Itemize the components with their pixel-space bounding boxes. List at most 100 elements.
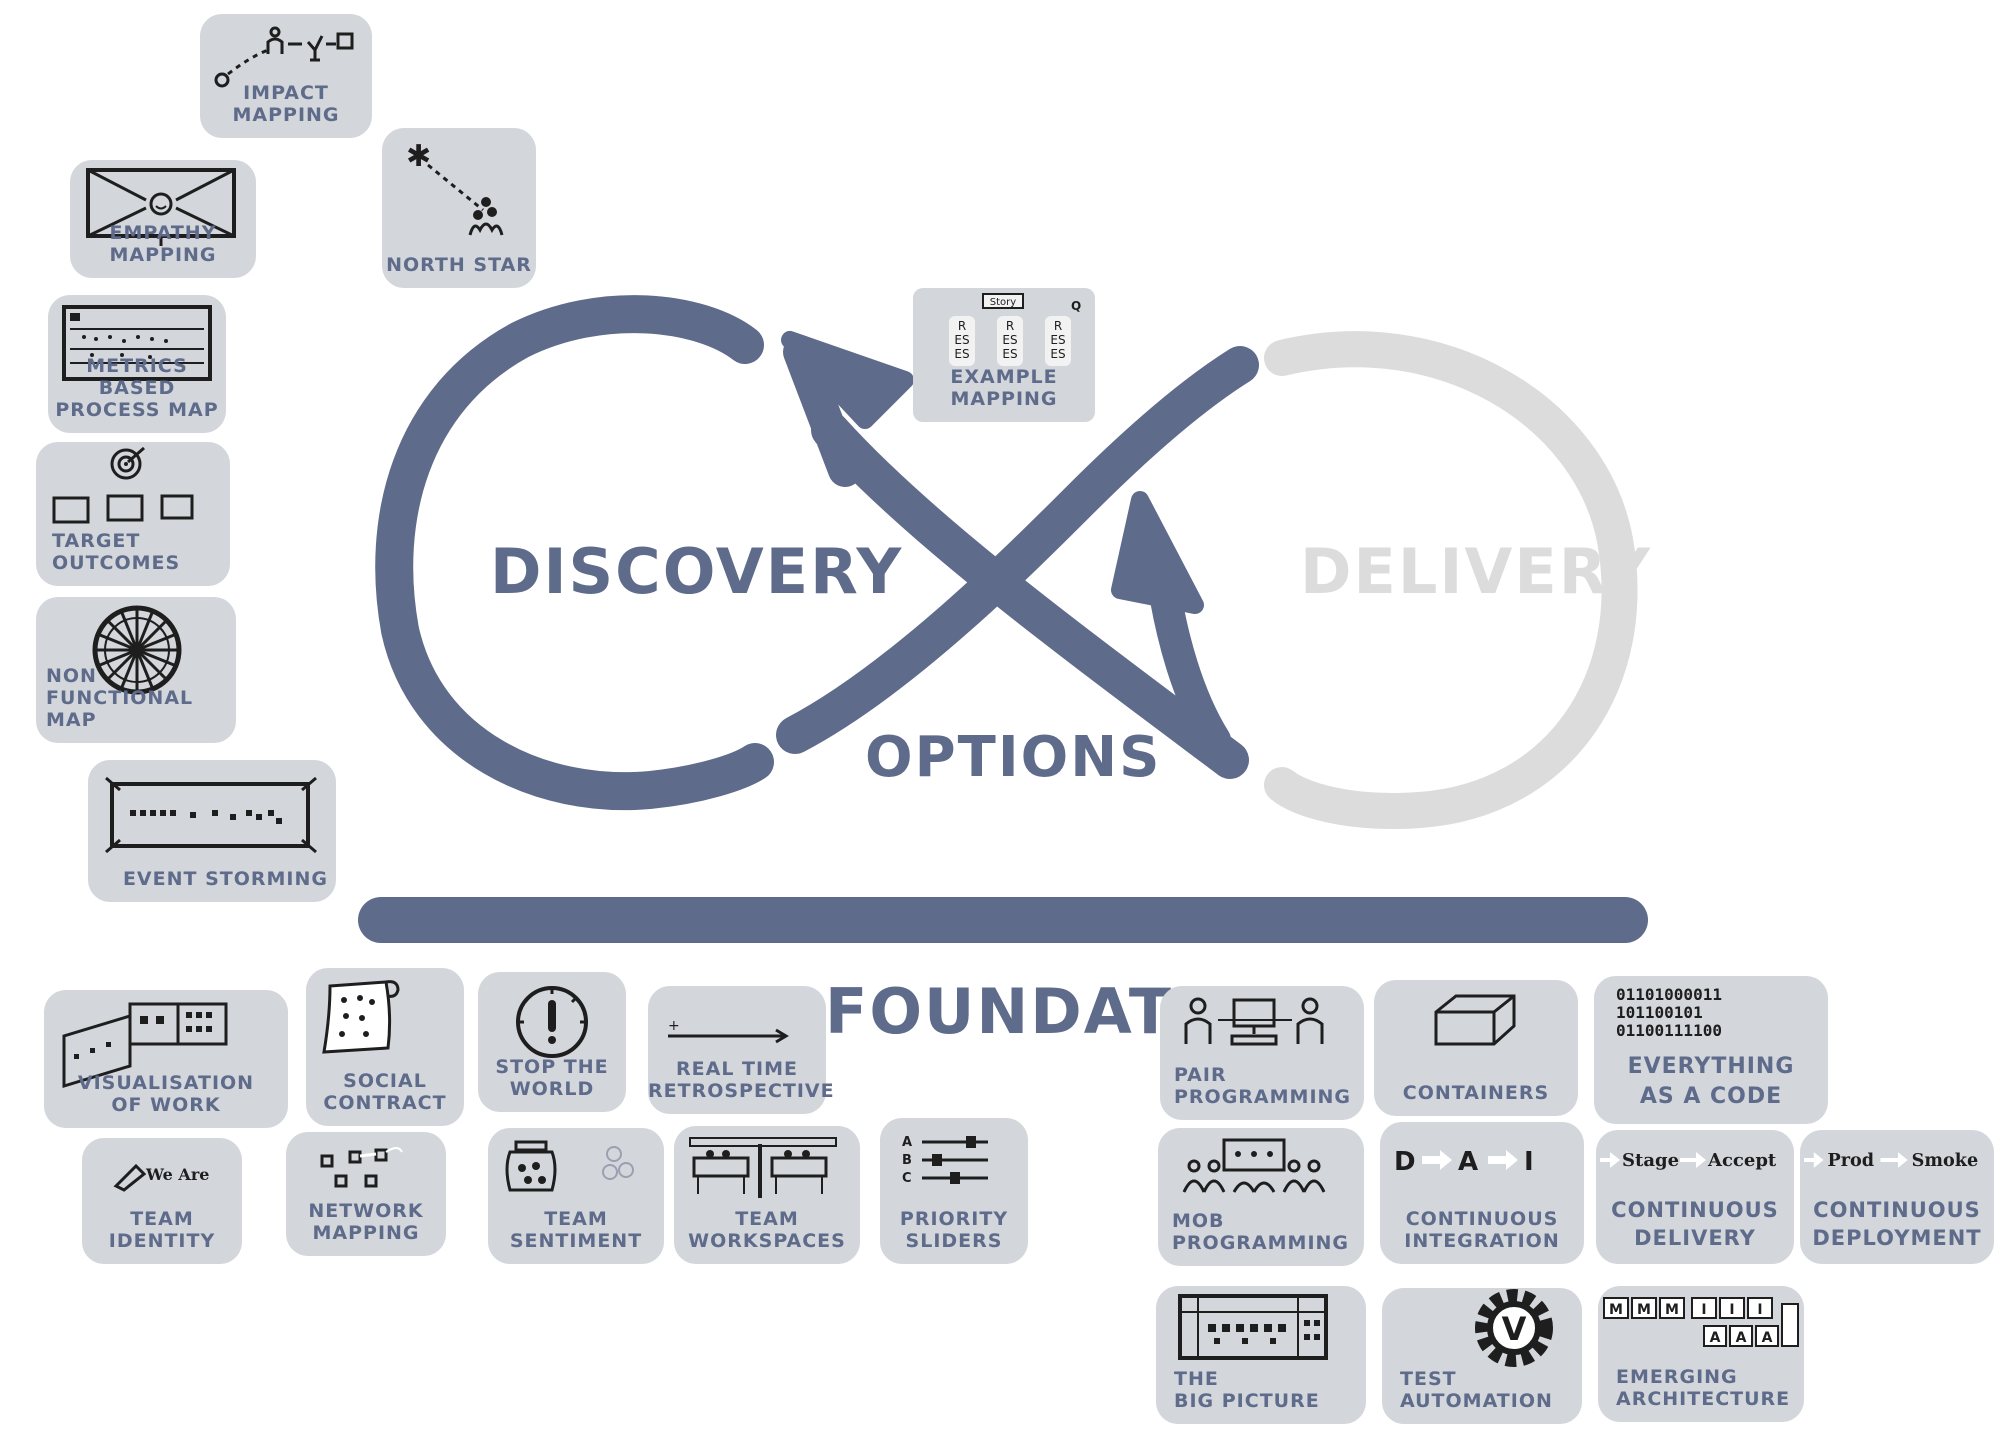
example-mapping-story: Story bbox=[990, 297, 1016, 308]
card-label: EVENT STORMING bbox=[122, 868, 328, 890]
example-mapping-letter: R bbox=[958, 319, 966, 333]
card-mob-programming[interactable]: MOB PROGRAMMING bbox=[1158, 1128, 1364, 1266]
card-label: EVERYTHING AS A CODE bbox=[1627, 1054, 1795, 1109]
pair-icon bbox=[1184, 997, 1324, 1046]
discovery-heading: DISCOVERY bbox=[490, 535, 904, 608]
card-label: NON FUNCTIONAL MAP bbox=[46, 665, 194, 731]
card-label: REAL TIME RETROSPECTIVE bbox=[648, 1058, 835, 1102]
pipeline-step: Stage bbox=[1622, 1150, 1679, 1171]
example-mapping-letter: ES bbox=[1002, 333, 1017, 347]
card-containers[interactable]: CONTAINERS bbox=[1374, 980, 1578, 1116]
card-real-time-retrospective[interactable]: + REAL TIME RETROSPECTIVE bbox=[648, 986, 835, 1114]
north-star-icon: ✱ bbox=[406, 139, 504, 236]
options-heading: OPTIONS bbox=[865, 725, 1162, 790]
card-continuous-delivery[interactable]: Stage Accept CONTINUOUS DELIVERY bbox=[1596, 1130, 1794, 1264]
card-label: MOB PROGRAMMING bbox=[1172, 1210, 1350, 1254]
card-label: PAIR PROGRAMMING bbox=[1174, 1064, 1352, 1108]
pipeline-step: Smoke bbox=[1912, 1150, 1979, 1171]
delivery-heading: DELIVERY bbox=[1300, 535, 1652, 608]
cross-stroke-up bbox=[776, 346, 1259, 754]
jar-icon bbox=[505, 1140, 634, 1192]
ci-step: A bbox=[1458, 1147, 1478, 1177]
card-label: TARGET OUTCOMES bbox=[52, 530, 181, 574]
pipeline-step: Accept bbox=[1707, 1150, 1777, 1171]
example-mapping-letter: R bbox=[1054, 319, 1062, 333]
card-test-automation[interactable]: V TEST AUTOMATION bbox=[1382, 1288, 1582, 1424]
svg-text:+: + bbox=[668, 1018, 680, 1034]
arch-tile: I bbox=[1729, 1302, 1734, 1318]
card-visualisation-of-work[interactable]: VISUALISATION OF WORK bbox=[44, 990, 288, 1128]
card-emerging-architecture[interactable]: M M M I I I A A A EMERGING ARCHITECTURE bbox=[1598, 1286, 1804, 1422]
card-team-workspaces[interactable]: TEAM WORKSPACES bbox=[674, 1126, 860, 1264]
architecture-icon: M M M I I I A A A bbox=[1603, 1297, 1799, 1347]
example-mapping-letter: ES bbox=[954, 347, 969, 361]
ci-step: D bbox=[1394, 1147, 1416, 1177]
arch-tile: A bbox=[1736, 1330, 1747, 1346]
card-continuous-integration[interactable]: D A I CONTINUOUS INTEGRATION bbox=[1380, 1122, 1584, 1264]
card-empathy-mapping[interactable]: EMPATHY MAPPING bbox=[70, 160, 256, 278]
card-label: EMPATHY MAPPING bbox=[109, 222, 217, 266]
card-label: VISUALISATION OF WORK bbox=[77, 1072, 255, 1116]
process-map-icon bbox=[62, 305, 212, 381]
card-network-mapping[interactable]: NETWORK MAPPING bbox=[286, 1132, 446, 1256]
arch-tile: A bbox=[1710, 1330, 1721, 1346]
card-social-contract[interactable]: SOCIAL CONTRACT bbox=[306, 968, 464, 1126]
foundation-bar bbox=[358, 897, 1648, 943]
arch-tile: M bbox=[1609, 1302, 1623, 1318]
code-line: 01101000011 bbox=[1616, 985, 1722, 1004]
card-label: PRIORITY SLIDERS bbox=[899, 1208, 1009, 1252]
empathy-map-icon bbox=[86, 168, 236, 246]
card-example-mapping[interactable]: Story Q R ES ES R ES ES R ES ES EXAMPLE … bbox=[913, 288, 1095, 422]
card-non-functional-map[interactable]: NON FUNCTIONAL MAP bbox=[36, 597, 236, 743]
card-big-picture[interactable]: THE BIG PICTURE bbox=[1156, 1286, 1366, 1424]
mob-icon bbox=[1182, 1138, 1326, 1193]
svg-text:✱: ✱ bbox=[406, 139, 431, 174]
binary-icon: 01101000011 101100101 01100111100 bbox=[1616, 985, 1722, 1040]
card-label: NETWORK MAPPING bbox=[308, 1200, 424, 1244]
arrow-tail-left bbox=[783, 335, 862, 487]
timeline-icon: + bbox=[668, 1018, 789, 1044]
card-impact-mapping[interactable]: IMPACT MAPPING bbox=[200, 14, 372, 138]
card-north-star[interactable]: ✱ NORTH STAR bbox=[382, 128, 536, 288]
test-automation-badge: V bbox=[1502, 1310, 1527, 1348]
card-everything-as-code[interactable]: 01101000011 101100101 01100111100 EVERYT… bbox=[1594, 976, 1828, 1124]
big-picture-icon bbox=[1178, 1294, 1328, 1360]
card-label: CONTINUOUS DELIVERY bbox=[1611, 1198, 1779, 1250]
card-label: THE BIG PICTURE bbox=[1174, 1368, 1320, 1412]
dai-icon: D A I bbox=[1394, 1147, 1534, 1177]
card-priority-sliders[interactable]: A B C PRIORITY SLIDERS bbox=[880, 1118, 1028, 1264]
arch-tile: M bbox=[1665, 1302, 1679, 1318]
card-stop-the-world[interactable]: STOP THE WORLD bbox=[478, 972, 626, 1112]
code-line: 101100101 bbox=[1616, 1003, 1703, 1022]
scroll-icon bbox=[322, 980, 400, 1054]
arch-tile: M bbox=[1637, 1302, 1651, 1318]
card-label: EMERGING ARCHITECTURE bbox=[1616, 1366, 1791, 1410]
card-label: NORTH STAR bbox=[386, 254, 532, 276]
card-continuous-deployment[interactable]: Prod Smoke CONTINUOUS DEPLOYMENT bbox=[1800, 1130, 1994, 1264]
card-label: STOP THE WORLD bbox=[495, 1056, 609, 1100]
pipeline-icon: Prod Smoke bbox=[1804, 1150, 1979, 1171]
example-mapping-letter: ES bbox=[954, 333, 969, 347]
card-metrics-process-map[interactable]: METRICS BASED PROCESS MAP bbox=[48, 295, 226, 433]
card-label: CONTINUOUS DEPLOYMENT bbox=[1812, 1198, 1982, 1250]
card-target-outcomes[interactable]: TARGET OUTCOMES bbox=[36, 442, 230, 586]
slider-letter: C bbox=[902, 1171, 912, 1186]
team-identity-sub: We Are bbox=[145, 1165, 209, 1184]
card-event-storming[interactable]: EVENT STORMING bbox=[88, 760, 336, 902]
wheel-icon bbox=[92, 605, 182, 695]
arch-tile: A bbox=[1762, 1330, 1773, 1346]
example-mapping-letter: ES bbox=[1050, 347, 1065, 361]
card-team-identity[interactable]: We Are TEAM IDENTITY bbox=[82, 1138, 242, 1264]
card-label: TEST AUTOMATION bbox=[1400, 1368, 1553, 1412]
code-line: 01100111100 bbox=[1616, 1021, 1722, 1040]
card-label: IMPACT MAPPING bbox=[232, 82, 340, 126]
impact-mapping-icon bbox=[214, 26, 354, 88]
card-label: TEAM WORKSPACES bbox=[688, 1208, 846, 1252]
slider-letter: A bbox=[902, 1135, 912, 1150]
arch-tile: I bbox=[1701, 1302, 1706, 1318]
discovery-loop bbox=[375, 295, 774, 811]
card-team-sentiment[interactable]: TEAM SENTIMENT bbox=[488, 1128, 664, 1264]
card-pair-programming[interactable]: PAIR PROGRAMMING bbox=[1160, 986, 1364, 1120]
example-mapping-icon: Story Q R ES ES R ES ES R ES ES bbox=[949, 293, 1081, 366]
example-mapping-letter: ES bbox=[1050, 333, 1065, 347]
